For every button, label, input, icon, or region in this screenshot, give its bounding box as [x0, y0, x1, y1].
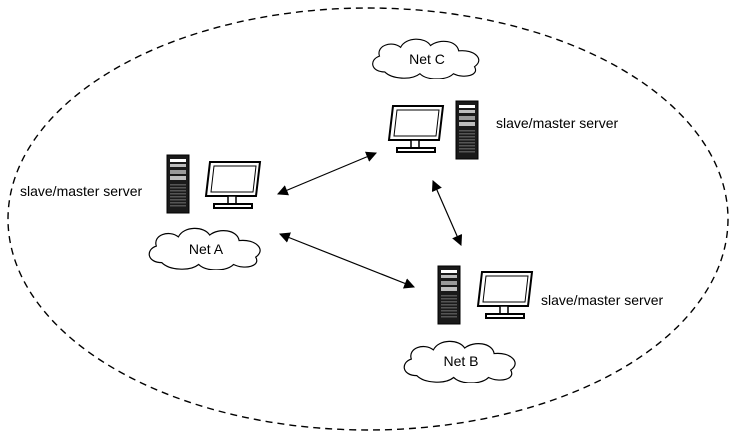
monitor-icon [388, 105, 444, 153]
link-a-b [278, 232, 416, 289]
server-tower-icon [455, 100, 479, 160]
node-a: slave/master server Net A [20, 154, 261, 270]
node-c: Net C slave/master server [372, 38, 618, 160]
node-b: slave/master server Net B [403, 265, 663, 383]
network-boundary-ellipse [7, 7, 729, 431]
net-c-label: Net C [409, 51, 445, 67]
monitor-icon [477, 271, 533, 319]
monitor-icon [205, 161, 261, 209]
link-a-c [277, 151, 377, 196]
server-tower-icon [437, 265, 461, 325]
server-c-label: slave/master server [496, 115, 618, 131]
server-b-label: slave/master server [541, 292, 663, 308]
server-a-label: slave/master server [20, 183, 142, 199]
net-b-label: Net B [443, 353, 478, 369]
link-c-b [431, 180, 463, 246]
server-tower-icon [166, 154, 190, 214]
net-a-label: Net A [189, 241, 224, 257]
